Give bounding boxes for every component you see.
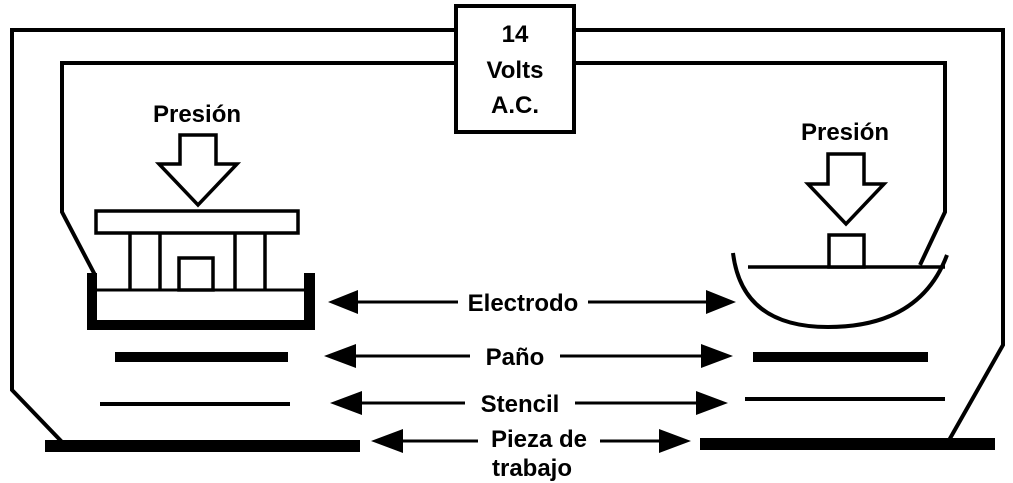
layer-bars	[45, 352, 995, 452]
stencil-left-arrowhead-icon	[330, 391, 362, 415]
right-electrode-center-block	[827, 233, 866, 269]
electrode-right-arrowhead-icon	[706, 290, 736, 314]
electrode-left-arrowhead-icon	[328, 290, 358, 314]
workpiece-left-arrowhead-icon	[371, 429, 403, 453]
workpiece-label-line2: trabajo	[492, 455, 572, 482]
left-electrode-tray-base	[87, 320, 315, 330]
stencil-label: Stencil	[481, 391, 560, 418]
left-electrode-center-block	[177, 256, 215, 292]
cloth-left-arrowhead-icon	[324, 344, 356, 368]
left-stencil-bar	[100, 402, 290, 406]
workpiece-label-line1: Pieza de	[491, 426, 587, 453]
cloth-label: Paño	[486, 344, 545, 371]
stencil-right-arrowhead-icon	[696, 391, 728, 415]
left-cloth-bar	[115, 352, 288, 362]
left-electrode-tray-wall	[87, 273, 97, 330]
outer-wire-left	[10, 28, 455, 444]
left-pressure-arrow-icon	[154, 133, 242, 208]
circuit-wires	[10, 28, 1005, 444]
right-cloth-bar	[753, 352, 928, 362]
left-electrode-tray-wall	[304, 273, 315, 330]
right-workpiece-bar	[700, 438, 995, 450]
inner-wire-left	[60, 61, 455, 276]
power-supply-box: 14 Volts A.C.	[454, 4, 576, 134]
inner-wire-right	[575, 61, 947, 266]
right-pressure-label: Presión	[801, 119, 889, 146]
cloth-right-arrowhead-icon	[701, 344, 733, 368]
right-pressure-arrow-icon	[803, 152, 889, 227]
outer-wire-right	[575, 28, 1005, 443]
left-electrode	[87, 209, 315, 330]
left-electrode-top-plate	[94, 209, 300, 235]
span-arrows	[324, 290, 736, 453]
left-pressure-label: Presión	[153, 101, 241, 128]
voltage-unit: Volts	[487, 57, 544, 84]
right-electrode	[731, 233, 949, 330]
electrode-label: Electrodo	[468, 290, 579, 317]
right-stencil-bar	[745, 397, 945, 401]
voltage-value: 14	[502, 21, 529, 48]
current-type: A.C.	[491, 92, 539, 119]
workpiece-right-arrowhead-icon	[659, 429, 691, 453]
right-electrode-bowl	[731, 252, 949, 330]
left-workpiece-bar	[45, 440, 360, 452]
